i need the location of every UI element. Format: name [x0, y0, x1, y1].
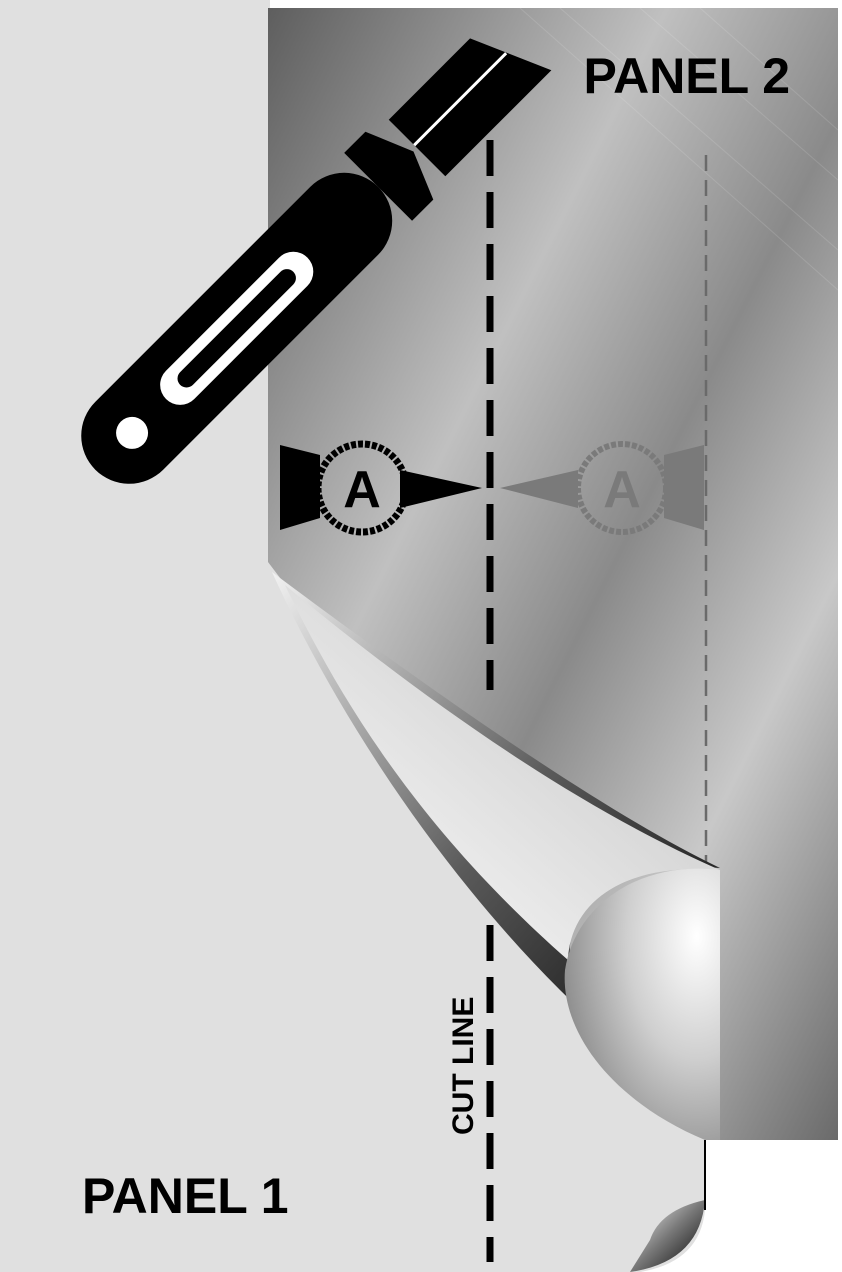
panel-2-texture	[519, 7, 839, 291]
utility-knife-icon	[81, 38, 552, 484]
marker-a-solid: A	[343, 461, 381, 519]
panel-1-label: PANEL 1	[82, 1168, 289, 1224]
corner-curl-icon	[630, 1200, 705, 1272]
page-curl-back	[285, 585, 720, 960]
panel-2-label: PANEL 2	[583, 48, 790, 104]
alignment-marker-faded-icon: A	[500, 441, 704, 535]
alignment-marker-icon: A	[280, 440, 482, 536]
page-curl-roll	[564, 868, 720, 1140]
marker-a-faded: A	[603, 461, 641, 519]
panel-1-strip	[0, 0, 270, 1272]
cut-line-label: CUT LINE	[447, 997, 480, 1135]
